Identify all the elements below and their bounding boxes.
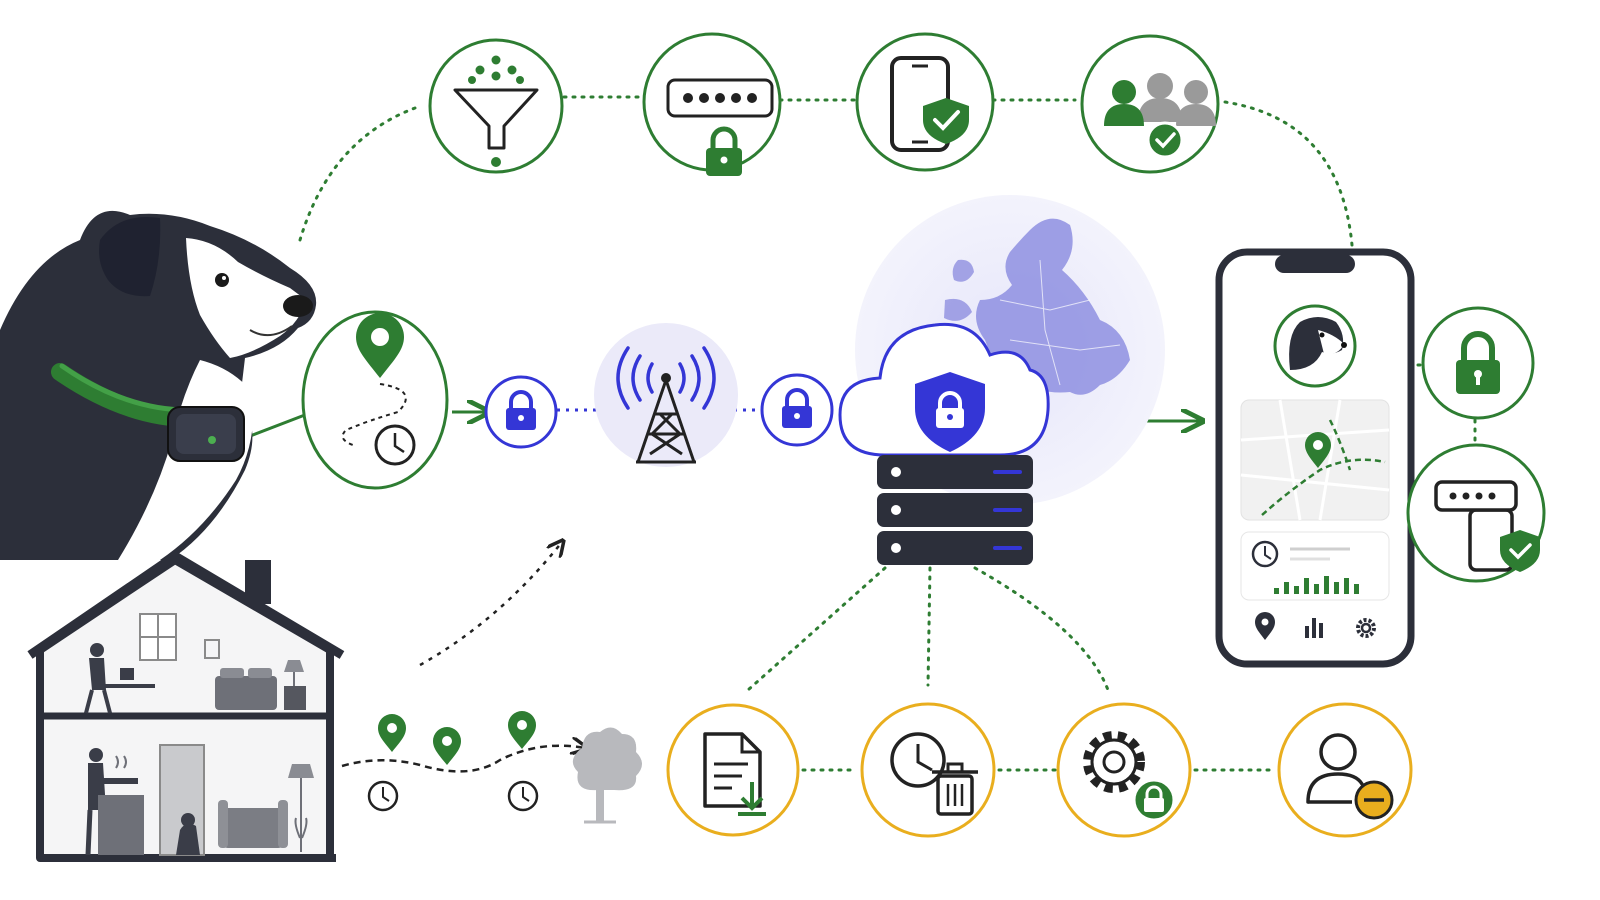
- dog-with-gps-collar: [0, 210, 317, 560]
- upload-arrow: [419, 542, 562, 667]
- tree-icon: [572, 727, 642, 824]
- cell-tower-icon: [594, 323, 738, 467]
- lock-icon: [1421, 306, 1535, 420]
- location-trail: [341, 711, 585, 812]
- map-view: [1240, 399, 1390, 521]
- cloud-shield-icon: [838, 322, 1050, 457]
- connectors: [298, 95, 1477, 772]
- users-check-icon: [1080, 34, 1220, 174]
- phone-shield-icon: [855, 32, 995, 172]
- lock-icon: [484, 375, 558, 449]
- nav-settings-icon[interactable]: [1356, 618, 1376, 638]
- house-cutaway: [27, 551, 345, 862]
- password-lock-icon: [642, 32, 782, 176]
- location-time-icon: [301, 310, 449, 490]
- phone-app-mockup: [1215, 248, 1415, 668]
- nav-location-icon[interactable]: [1255, 612, 1275, 640]
- filter-funnel-icon: [428, 38, 564, 174]
- server-stack-icon: [877, 455, 1033, 565]
- clock-delete-icon: [860, 702, 996, 838]
- dog-avatar: [1273, 304, 1357, 388]
- user-remove-icon: [1277, 702, 1413, 838]
- nav-chart-icon[interactable]: [1305, 618, 1323, 638]
- activity-chart: [1240, 531, 1390, 601]
- settings-lock-icon: [1056, 702, 1192, 838]
- device-password-icon: [1406, 443, 1546, 583]
- lock-icon: [760, 373, 834, 447]
- file-download-icon: [666, 703, 800, 837]
